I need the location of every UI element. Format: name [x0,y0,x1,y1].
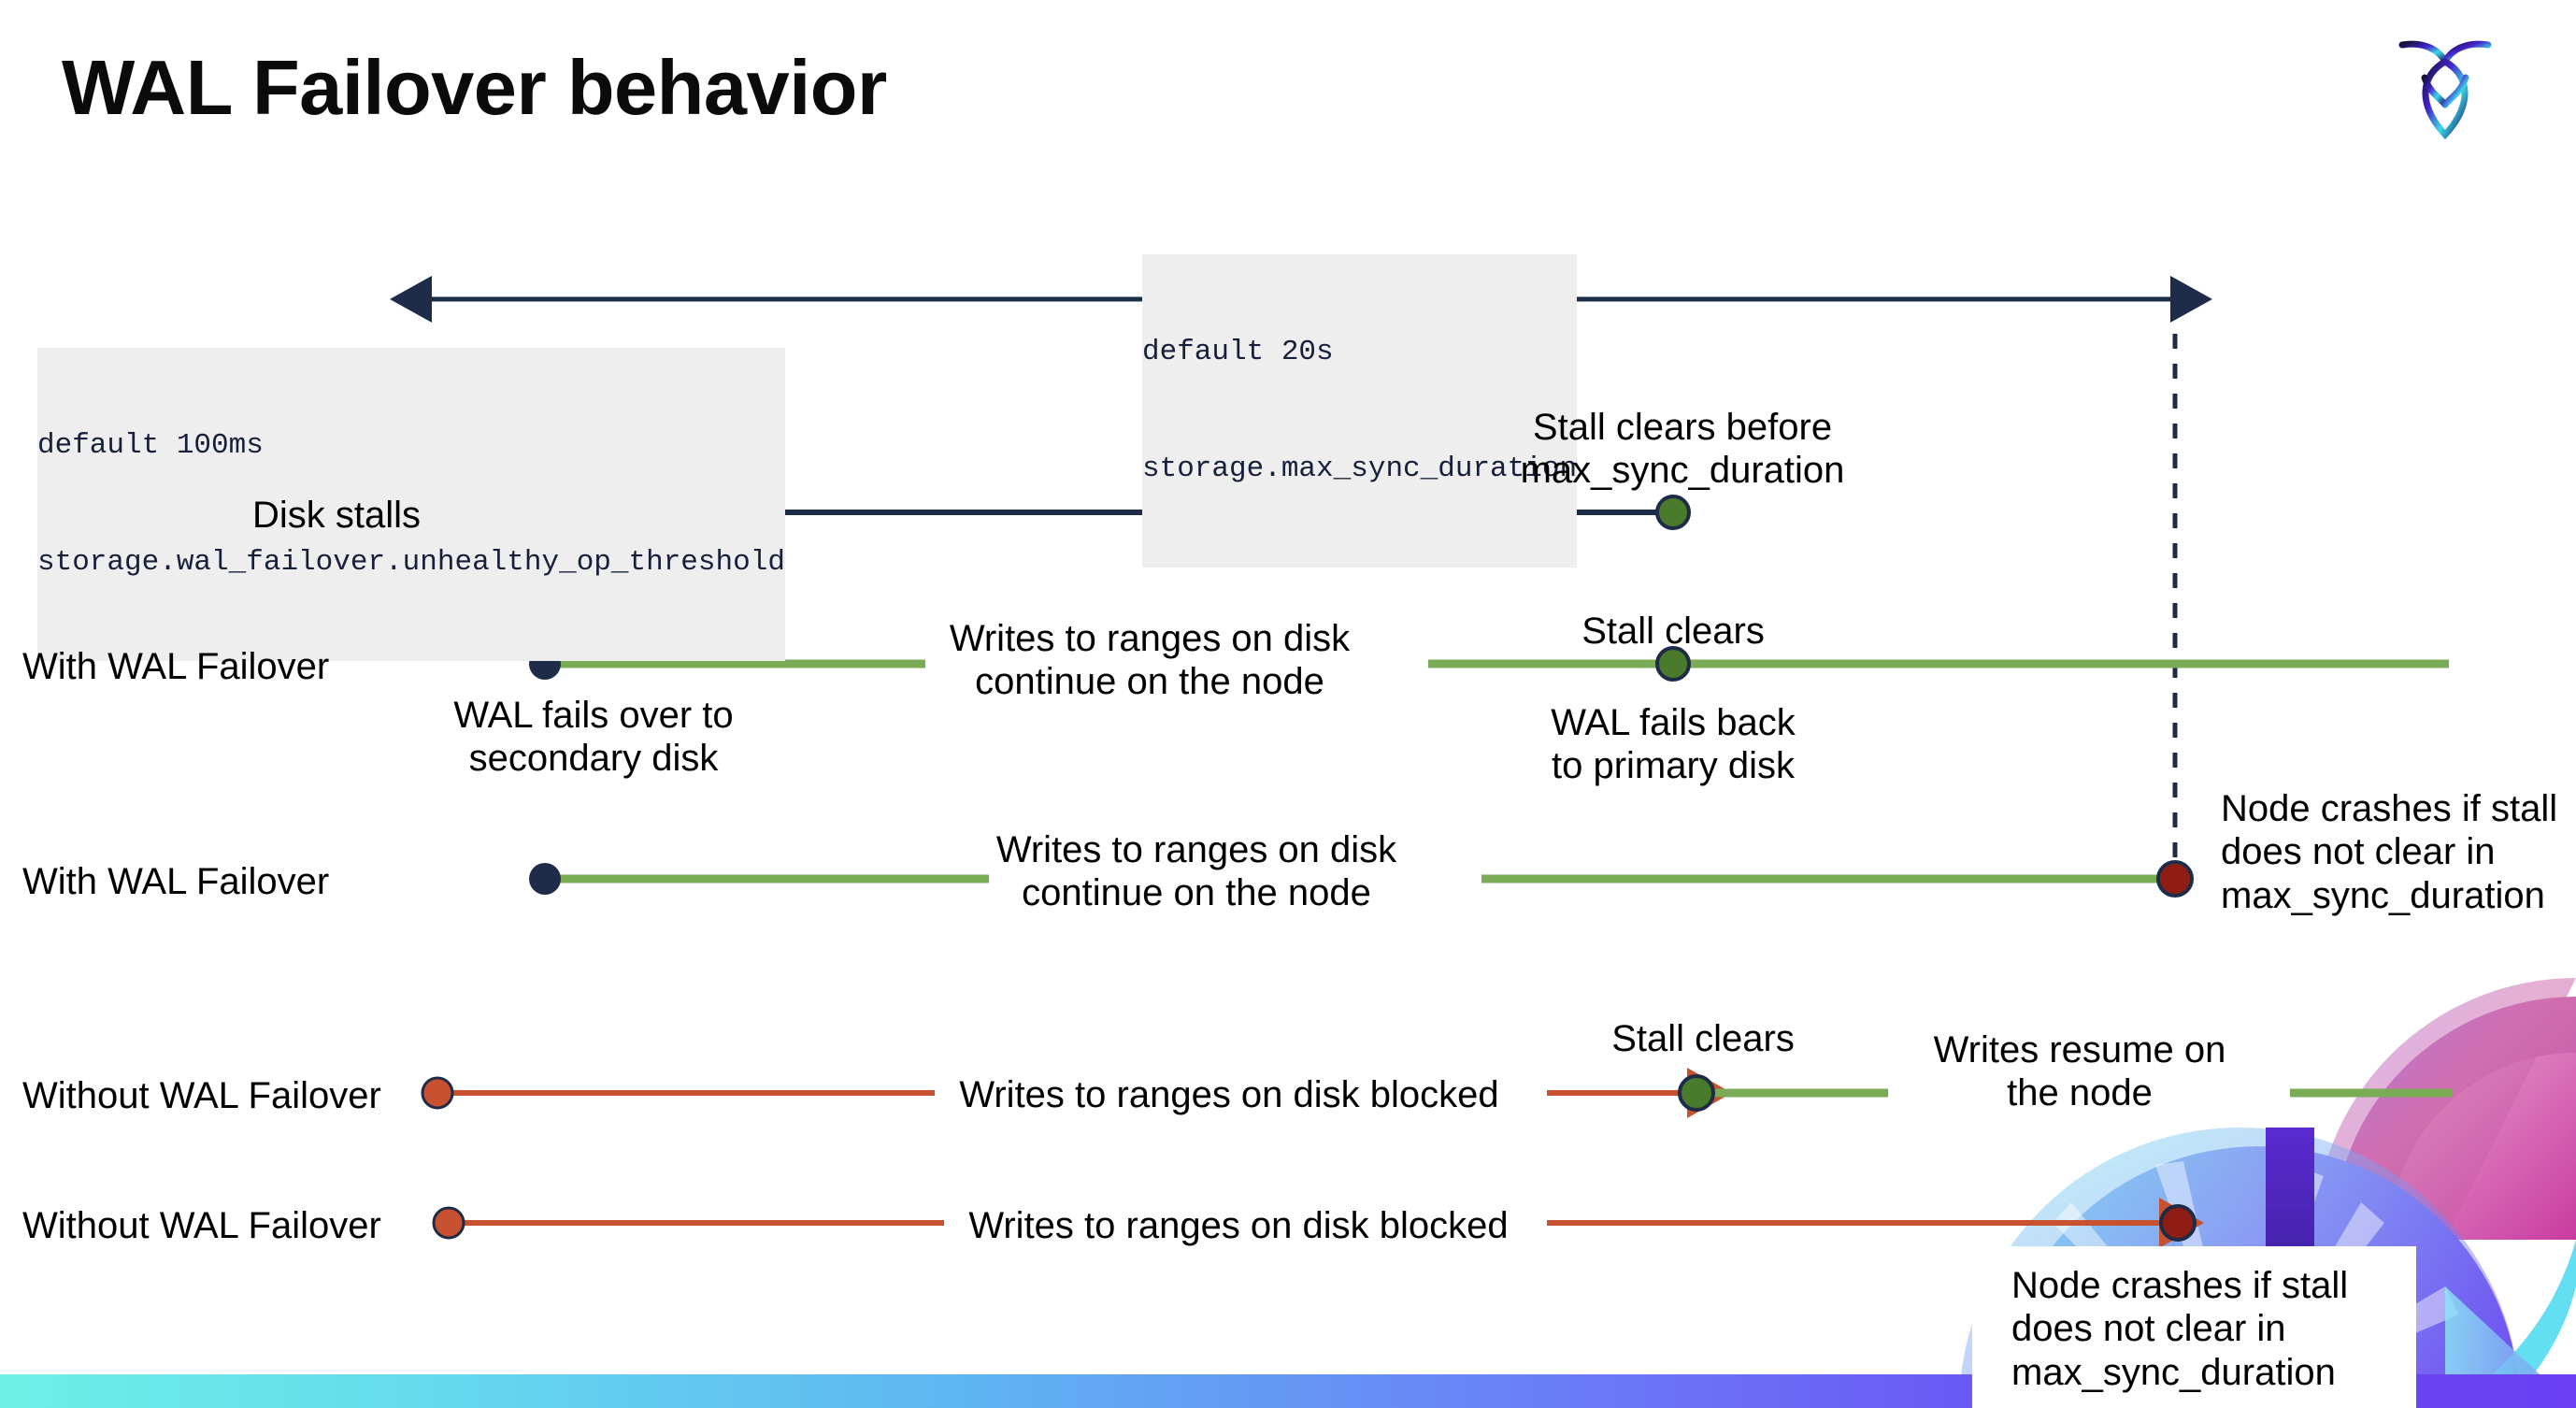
row-label-without-wal-failover-1: Without WAL Failover [22,1075,381,1116]
note-writes-resume: Writes resume on the node [1933,1029,2226,1114]
note-writes-continue-1: Writes to ranges on disk continue on the… [949,618,1351,703]
note-writes-blocked-2: Writes to ranges on disk blocked [968,1205,1509,1246]
page-title: WAL Failover behavior [62,44,887,131]
note-node-crashes-2: Node crashes if stall does not clear in … [2011,1265,2349,1393]
unhealthy-op-threshold-annotation: default 100ms storage.wal_failover.unhea… [37,348,785,661]
navy-dot-failover-point [529,863,561,895]
row-label-with-wal-failover-1: With WAL Failover [22,646,330,687]
note-node-crashes-1: Node crashes if stall does not clear in … [2221,788,2558,916]
note-writes-blocked-1: Writes to ranges on disk blocked [959,1074,1499,1115]
row-line-without-wal-failover-1 [421,1068,2453,1118]
unhealthy-op-setting-label: storage.wal_failover.unhealthy_op_thresh… [37,543,785,583]
dark-red-dot-node-crash [2159,1204,2197,1242]
row-label-disk-stalls: Disk stalls [251,495,421,536]
row-label-without-wal-failover-2: Without WAL Failover [22,1205,381,1246]
row-line-without-wal-failover-2 [432,1198,2204,1248]
green-dot-stall-clear [1655,495,1691,530]
orange-dot-stall-start [432,1206,465,1240]
row-label-with-wal-failover-2: With WAL Failover [22,861,330,902]
dark-red-dot-node-crash [2156,860,2194,898]
row-line-with-wal-failover-1 [529,646,2449,682]
green-dot-stall-clear [1655,646,1691,682]
cockroachdb-logo-icon [2398,40,2492,140]
row-line-with-wal-failover-2 [529,860,2194,898]
max-sync-duration-annotation: default 20s storage.max_sync_duration [1142,254,1578,568]
green-dot-stall-clear [1678,1074,1715,1112]
note-stall-clears-1: Stall clears [1581,611,1765,652]
note-wal-fails-back: WAL fails back to primary disk [1551,702,1796,787]
note-stall-clears-2: Stall clears [1611,1018,1795,1059]
max-sync-default-label: default 20s [1142,332,1334,372]
orange-dot-stall-start [421,1076,454,1110]
note-wal-fails-over: WAL fails over to secondary disk [453,695,734,780]
unhealthy-op-default-label: default 100ms [37,425,264,466]
note-writes-continue-2: Writes to ranges on disk continue on the… [995,829,1397,914]
max-sync-setting-label: storage.max_sync_duration [1142,450,1578,490]
note-stall-clears-before-max-sync: Stall clears before max_sync_duration [1520,407,1845,492]
